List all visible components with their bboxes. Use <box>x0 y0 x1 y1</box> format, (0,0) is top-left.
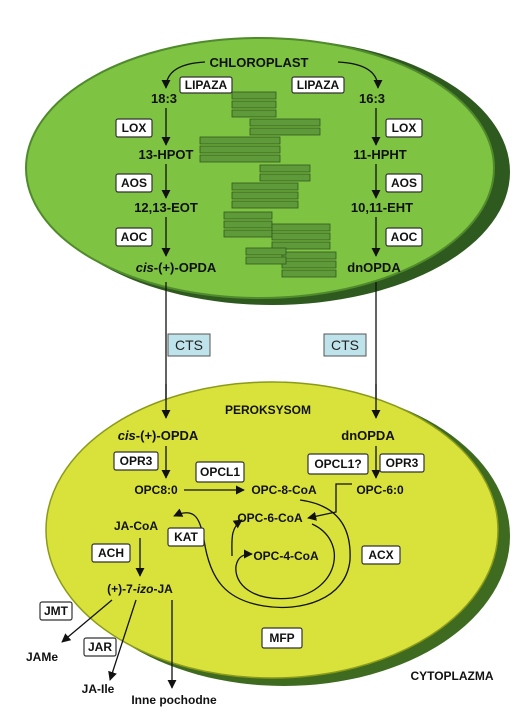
opc-6-0: OPC-6:0 <box>356 483 404 497</box>
enzyme-box-aos-left <box>115 173 153 193</box>
thylakoid-stacks <box>199 91 337 278</box>
ach-box <box>91 543 131 563</box>
enzyme-lox-left: LOX <box>122 121 147 135</box>
enzyme-aos-left: AOS <box>121 176 147 190</box>
product-12-13-eot: 12,13-EOT <box>134 200 198 215</box>
enzyme-box-lox-left <box>115 118 153 138</box>
opcl1-box <box>195 461 245 483</box>
enzyme-box-lox-right <box>385 118 423 138</box>
substrate-16-3: 16:3 <box>359 91 385 106</box>
product-11-hpht: 11-HPHT <box>353 147 407 162</box>
enzyme-box-aoc-right <box>385 227 423 247</box>
beta-ox-loop-inner <box>235 523 336 600</box>
enzyme-box-aoc-left <box>115 227 153 247</box>
cts-label-right: CTS <box>331 337 359 353</box>
opc-4-coa: OPC-4-CoA <box>253 549 319 563</box>
arrow-opc6-to-coa <box>307 483 352 521</box>
jmt-box <box>39 601 73 621</box>
cts-label-left: CTS <box>175 337 203 353</box>
opc8-0: OPC8:0 <box>134 483 178 497</box>
jar-box <box>83 637 117 657</box>
kat-box <box>167 527 205 547</box>
product-dnopda-chloroplast: dnOPDA <box>347 260 401 275</box>
opcl1q-box <box>307 453 369 475</box>
cts-box-right <box>323 333 367 357</box>
lipase-arrow-right <box>337 61 383 89</box>
product-10-11-eht: 10,11-EHT <box>351 200 413 215</box>
arrow-ja-to-jame <box>61 599 113 643</box>
cts-box-left <box>167 333 211 357</box>
inne-pochodne: Inne pochodne <box>131 693 217 707</box>
kat-label: KAT <box>174 530 198 544</box>
beta-ox-loop-back <box>231 519 243 557</box>
lipase-arrow-left <box>161 61 206 89</box>
lipase-box-left <box>179 76 233 94</box>
ja-coa: JA-CoA <box>114 519 158 533</box>
lipase-box-right <box>291 76 345 94</box>
arrow-ja-to-jaile <box>108 599 137 681</box>
product-cis-opda-chloroplast: cis-(+)-OPDA <box>136 260 217 275</box>
cis-opda-peroxisome: cis-(+)-OPDA <box>118 428 199 443</box>
cytoplasm-label: CYTOPLAZMA <box>410 669 493 683</box>
acx-label: ACX <box>368 548 393 562</box>
opcl1q-label: OPCL1? <box>314 457 361 471</box>
opc-8-coa: OPC-8-CoA <box>251 483 317 497</box>
lipase-label-left: LIPAZA <box>185 78 228 92</box>
jame: JAMe <box>26 650 58 664</box>
opr3-box-left <box>113 451 159 471</box>
acx-box <box>361 545 401 565</box>
opcl1-label: OPCL1 <box>200 465 240 479</box>
enzyme-aos-right: AOS <box>391 176 417 190</box>
ja-ile: JA-Ile <box>82 682 115 696</box>
enzyme-lox-right: LOX <box>392 121 417 135</box>
product-13-hpot: 13-HPOT <box>139 147 194 162</box>
peroxisome-label: PEROKSYSOM <box>225 403 311 417</box>
jmt-label: JMT <box>44 604 69 618</box>
chloroplast-label: CHLOROPLAST <box>210 55 309 70</box>
dnopda-peroxisome: dnOPDA <box>341 428 395 443</box>
ach-label: ACH <box>98 546 124 560</box>
opr3-box-right <box>379 453 425 473</box>
substrate-18-3: 18:3 <box>151 91 177 106</box>
jar-label: JAR <box>88 640 112 654</box>
opc-6-coa: OPC-6-CoA <box>237 511 303 525</box>
izo-ja: (+)-7-izo-JA <box>107 582 173 596</box>
mfp-box <box>261 627 303 649</box>
opr3-label-left: OPR3 <box>120 454 153 468</box>
enzyme-aoc-right: AOC <box>391 230 418 244</box>
mfp-label: MFP <box>269 631 294 645</box>
lipase-label-right: LIPAZA <box>297 78 340 92</box>
enzyme-aoc-left: AOC <box>121 230 148 244</box>
opr3-label-right: OPR3 <box>386 456 419 470</box>
enzyme-box-aos-right <box>385 173 423 193</box>
